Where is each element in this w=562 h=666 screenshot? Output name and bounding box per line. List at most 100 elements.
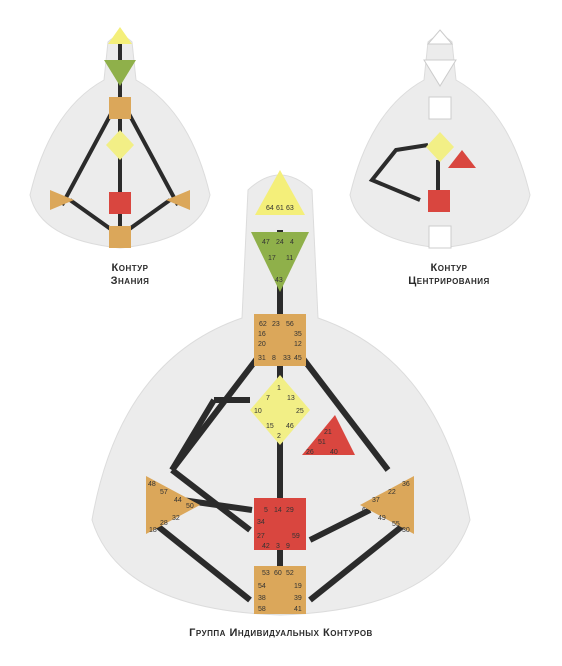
g-center — [250, 375, 310, 445]
gate-12: 12 — [294, 341, 302, 348]
gate-34: 34 — [257, 519, 265, 526]
knowing-ajna-center — [104, 60, 136, 86]
centering-caption-line-1: Контур — [430, 262, 468, 274]
gate-10: 10 — [254, 408, 262, 415]
centering-throat-center — [428, 96, 452, 120]
group-caption-text: Группа Индивидуальных Контуров — [189, 627, 373, 639]
knowing-spleen-center — [50, 190, 74, 210]
gate-57: 57 — [160, 489, 168, 496]
centering-channels — [368, 143, 440, 202]
centering-ajna-center — [423, 59, 457, 87]
throat-center — [254, 314, 306, 366]
centering-g-center — [426, 132, 454, 162]
gate-20: 20 — [258, 341, 266, 348]
gate-32: 32 — [172, 515, 180, 522]
knowing-head-center — [108, 27, 132, 44]
gate-8: 8 — [272, 355, 276, 362]
gate-45: 45 — [294, 355, 302, 362]
gate-1: 1 — [277, 385, 281, 392]
gate-13: 13 — [287, 395, 295, 402]
gate-40: 40 — [330, 449, 338, 456]
gate-46: 46 — [286, 423, 294, 430]
knowing-throat-center — [109, 97, 131, 119]
gate-22: 22 — [388, 489, 396, 496]
gate-numbers: 64 61 6 3 47 24 4 17 11 43 62 23 56 16 35… — [148, 205, 410, 613]
solar-plexus-center — [360, 476, 414, 534]
centering-root-center — [428, 225, 452, 249]
gate-43: 43 — [275, 277, 283, 284]
gate-62: 62 — [259, 321, 267, 328]
gate-50: 50 — [186, 503, 194, 510]
gate-41: 41 — [294, 606, 302, 613]
centering-caption-line-2: Центрирования — [408, 274, 490, 287]
gate-60: 60 — [274, 570, 282, 577]
gate-44: 44 — [174, 497, 182, 504]
centering-sacral-center — [428, 190, 450, 212]
gate-61: 61 — [276, 205, 284, 212]
gate-7: 7 — [266, 395, 270, 402]
gate-33: 33 — [283, 355, 291, 362]
gate-5: 5 — [264, 507, 268, 514]
gate-52: 52 — [286, 570, 294, 577]
gate-53: 53 — [262, 570, 270, 577]
knowing-g-center — [106, 130, 134, 160]
gate-21: 21 — [324, 429, 332, 436]
gate-39: 39 — [294, 595, 302, 602]
gate-18: 18 — [149, 527, 157, 534]
gate-25: 25 — [296, 408, 304, 415]
knowing-sacral-center — [109, 192, 131, 214]
ajna-center — [251, 232, 309, 292]
gate-30: 30 — [402, 527, 410, 534]
knowing-circuit-caption: Контур Знания — [70, 262, 190, 287]
gate-42: 42 — [262, 543, 270, 550]
knowing-caption-line-2: Знания — [110, 274, 150, 287]
centering-circuit-bodygraph — [349, 29, 531, 249]
gate-64: 64 — [266, 205, 274, 212]
gate-55: 55 — [392, 521, 400, 528]
knowing-caption-line-1: Контур — [111, 262, 149, 274]
gate-58: 58 — [258, 606, 266, 613]
centering-head-center — [426, 29, 454, 45]
group-individual-circuits-bodygraph: 64 61 6 3 47 24 4 17 11 43 62 23 56 16 35… — [91, 170, 471, 616]
sacral-center — [254, 498, 306, 550]
gate-54: 54 — [258, 583, 266, 590]
centering-circuit-caption: Контур Центрирования — [384, 262, 514, 287]
gate-23: 23 — [272, 321, 280, 328]
spleen-center — [146, 476, 200, 534]
group-circuits-caption: Группа Индивидуальных Контуров — [100, 627, 462, 640]
gate-38: 38 — [258, 595, 266, 602]
gate-28: 28 — [160, 520, 168, 527]
knowing-solar-plexus-center — [166, 190, 190, 210]
gate-19: 19 — [294, 583, 302, 590]
gate-14: 14 — [274, 507, 282, 514]
root-center — [254, 566, 306, 614]
gate-3: 3 — [276, 543, 280, 550]
gate-49: 49 — [378, 515, 386, 522]
centering-ego-center — [448, 150, 476, 168]
gate-2: 2 — [277, 433, 281, 440]
gate-4: 4 — [290, 239, 294, 246]
knowing-circuit-bodygraph — [29, 27, 211, 249]
gate-27: 27 — [257, 533, 265, 540]
gate-6: 6 — [362, 507, 366, 514]
gate-47: 47 — [262, 239, 270, 246]
gate-26: 26 — [306, 449, 314, 456]
gate-15: 15 — [266, 423, 274, 430]
gate-31: 31 — [258, 355, 266, 362]
gate-24: 24 — [276, 239, 284, 246]
gate-29: 29 — [286, 507, 294, 514]
gate-17: 17 — [268, 255, 276, 262]
gate-9: 9 — [286, 543, 290, 550]
gate-11: 11 — [286, 255, 293, 262]
gate-51: 51 — [318, 439, 326, 446]
gate-36: 36 — [402, 481, 410, 488]
gate-35: 35 — [294, 331, 302, 338]
gate-56: 56 — [286, 321, 294, 328]
gate-59: 59 — [292, 533, 300, 540]
head-center — [255, 170, 305, 215]
gate-16: 16 — [258, 331, 266, 338]
gate-48: 48 — [148, 481, 156, 488]
gate-37: 37 — [372, 497, 380, 504]
ego-center — [302, 415, 355, 455]
